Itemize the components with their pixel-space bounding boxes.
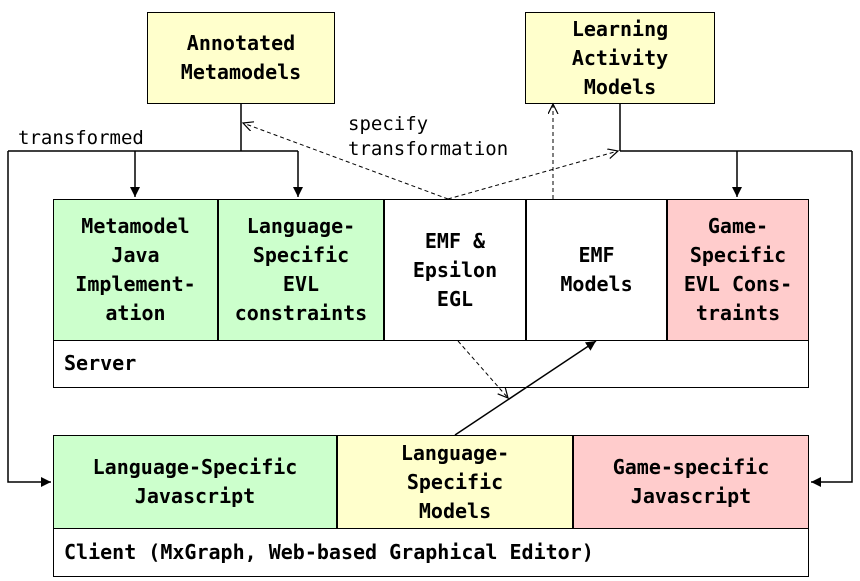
- server-label: Server: [64, 351, 137, 375]
- learning-activity-models-box: Learning Activity Models: [525, 12, 715, 104]
- learning-activity-connector: [619, 104, 853, 487]
- language-specific-evl-constraints-box: Language- Specific EVL constraints: [218, 199, 384, 341]
- emf-models-box: EMF Models: [526, 199, 667, 341]
- language-specific-models-box: Language- Specific Models: [337, 435, 573, 529]
- game-specific-javascript-box: Game-specific Javascript: [573, 435, 809, 529]
- specify-transformation-connector: [243, 104, 618, 398]
- metamodel-java-implementation-box: Metamodel Java Implement- ation: [53, 199, 218, 341]
- transformed-label: transformed: [18, 127, 144, 149]
- game-specific-evl-constraints-box: Game- Specific EVL Cons- traints: [667, 199, 809, 341]
- transformed-connector: [7, 104, 303, 487]
- annotated-metamodels-box: Annotated Metamodels: [147, 12, 335, 104]
- language-specific-javascript-box: Language-Specific Javascript: [53, 435, 337, 529]
- emf-epsilon-egl-box: EMF & Epsilon EGL: [384, 199, 526, 341]
- models-to-emf-arrow: [454, 340, 597, 436]
- client-label: Client (MxGraph, Web-based Graphical Edi…: [64, 540, 594, 564]
- specify-transformation-label: specify transformation: [348, 113, 509, 160]
